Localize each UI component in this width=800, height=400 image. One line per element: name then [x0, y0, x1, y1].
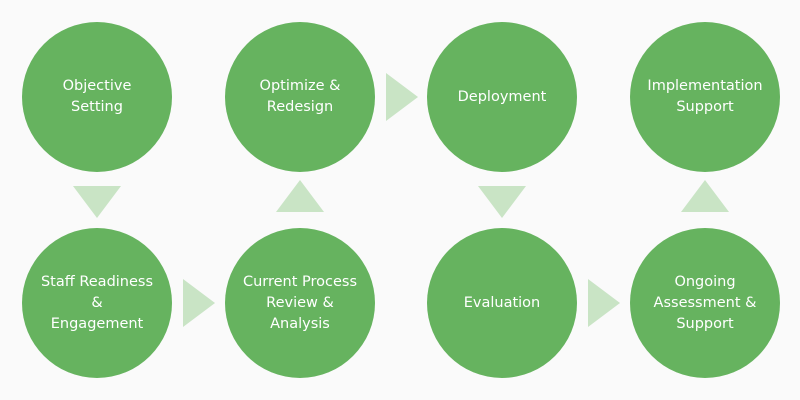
step-label: Current Process Review & Analysis: [242, 273, 358, 332]
arrow-right-icon: [183, 279, 215, 327]
step-evaluation: Evaluation: [427, 228, 577, 378]
step-label: Staff Readiness & Engagement: [40, 273, 154, 332]
arrow-up-icon: [276, 180, 324, 212]
step-label: Evaluation: [463, 294, 541, 311]
arrow-right-icon: [588, 279, 620, 327]
arrow-right-icon: [386, 73, 418, 121]
step-label: Objective Setting: [62, 78, 132, 115]
step-objective-setting: Objective Setting: [22, 22, 172, 172]
arrow-down-icon: [478, 186, 526, 218]
arrow-down-icon: [73, 186, 121, 218]
step-label: Ongoing Assessment & Support: [653, 273, 757, 332]
step-optimize-redesign: Optimize & Redesign: [225, 22, 375, 172]
step-staff-readiness: Staff Readiness & Engagement: [22, 228, 172, 378]
step-label: Deployment: [457, 88, 547, 105]
step-label: Implementation Support: [647, 78, 763, 115]
step-ongoing-assessment: Ongoing Assessment & Support: [630, 228, 780, 378]
arrow-up-icon: [681, 180, 729, 212]
step-label: Optimize & Redesign: [259, 78, 341, 115]
step-current-process-review: Current Process Review & Analysis: [225, 228, 375, 378]
step-deployment: Deployment: [427, 22, 577, 172]
step-implementation-support: Implementation Support: [630, 22, 780, 172]
